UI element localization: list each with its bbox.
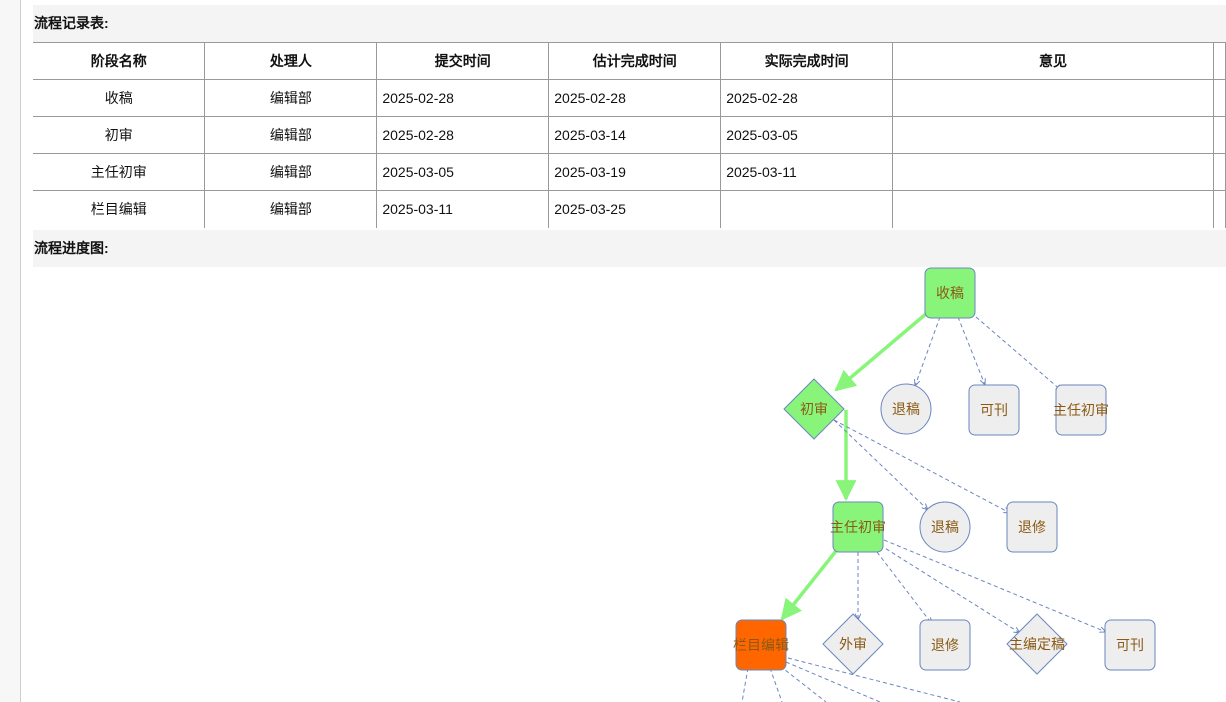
flow-edge-done — [834, 311, 929, 392]
cell-estimated-time: 2025-03-25 — [548, 190, 722, 228]
flow-edge-option — [787, 657, 961, 702]
flow-node-n11[interactable]: 退修 — [919, 619, 971, 671]
cell-stage: 主任初审 — [33, 153, 206, 191]
cell-extra — [1213, 116, 1226, 154]
cell-actual-time: 2025-03-11 — [720, 153, 894, 191]
cell-actual-time — [720, 190, 894, 228]
flow-node-n3[interactable]: 退稿 — [880, 383, 932, 435]
flow-node-n8[interactable]: 退修 — [1006, 501, 1058, 553]
flow-node-shape — [919, 501, 971, 553]
flow-node-shape — [783, 378, 845, 440]
flow-node-label: 初审 — [800, 401, 828, 417]
flow-node-n1[interactable]: 收稿 — [924, 267, 976, 319]
flow-node-shape — [1104, 619, 1156, 671]
cell-stage: 栏目编辑 — [33, 190, 206, 228]
flow-node-label: 主任初审 — [830, 519, 886, 535]
flow-node-label: 退稿 — [931, 519, 959, 535]
flow-node-shape — [919, 619, 971, 671]
table-row: 收稿 编辑部 2025-02-28 2025-02-28 2025-02-28 — [33, 79, 1226, 117]
cell-actual-time: 2025-02-28 — [720, 79, 894, 117]
flow-node-n5[interactable]: 主任初审 — [1053, 384, 1109, 436]
flow-node-label: 退稿 — [892, 401, 920, 417]
flow-edge-option — [915, 316, 941, 386]
cell-handler: 编辑部 — [204, 79, 378, 117]
flow-edge-option — [779, 665, 827, 702]
column-header-opinion: 意见 — [892, 42, 1214, 80]
flow-node-n2[interactable]: 初审 — [783, 378, 845, 440]
records-table: 阶段名称 处理人 提交时间 估计完成时间 实际完成时间 意见 收稿 编辑部 20… — [33, 42, 1226, 228]
flow-edge-option — [957, 316, 985, 385]
flow-node-n4[interactable]: 可刊 — [968, 384, 1020, 436]
flow-node-label: 主任初审 — [1053, 402, 1109, 418]
table-row: 初审 编辑部 2025-02-28 2025-03-14 2025-03-05 — [33, 116, 1226, 154]
flow-node-shape — [832, 501, 884, 553]
flow-node-label: 退修 — [931, 637, 959, 653]
flow-node-shape — [822, 613, 884, 675]
cell-opinion — [892, 153, 1214, 191]
cell-extra — [1213, 79, 1226, 117]
column-header-extra — [1213, 42, 1226, 80]
cell-stage: 初审 — [33, 116, 206, 154]
cell-actual-time: 2025-03-05 — [720, 116, 894, 154]
flow-edge-option — [975, 316, 1062, 391]
flow-edge-option — [876, 551, 932, 624]
flow-node-shape — [1006, 501, 1058, 553]
flow-node-n12[interactable]: 主编定稿 — [1006, 613, 1068, 675]
flow-node-label: 栏目编辑 — [733, 637, 789, 653]
cell-stage: 收稿 — [33, 79, 206, 117]
flow-node-label: 收稿 — [936, 285, 964, 301]
flow-node-shape — [924, 267, 976, 319]
flow-edge-option — [741, 667, 749, 702]
cell-estimated-time: 2025-03-19 — [548, 153, 722, 191]
table-row: 栏目编辑 编辑部 2025-03-11 2025-03-25 — [33, 190, 1226, 228]
flow-edge-option — [833, 419, 1010, 513]
flow-node-shape — [1055, 384, 1107, 436]
flow-node-n10[interactable]: 外审 — [822, 613, 884, 675]
table-header-row: 阶段名称 处理人 提交时间 估计完成时间 实际完成时间 意见 — [33, 42, 1226, 80]
column-header-stage: 阶段名称 — [33, 42, 206, 80]
cell-handler: 编辑部 — [204, 153, 378, 191]
flow-edge-option — [785, 661, 881, 702]
cell-estimated-time: 2025-03-14 — [548, 116, 722, 154]
flow-edge-done — [780, 549, 838, 621]
column-header-submit-time: 提交时间 — [376, 42, 550, 80]
left-panel-edge — [0, 0, 21, 702]
flow-node-label: 退修 — [1018, 519, 1046, 535]
flow-edge-option — [769, 667, 783, 702]
cell-submit-time: 2025-02-28 — [376, 79, 550, 117]
column-header-estimated-time: 估计完成时间 — [548, 42, 722, 80]
cell-submit-time: 2025-03-05 — [376, 153, 550, 191]
cell-extra — [1213, 153, 1226, 191]
cell-opinion — [892, 116, 1214, 154]
flow-node-shape — [735, 619, 787, 671]
cell-opinion — [892, 190, 1214, 228]
cell-estimated-time: 2025-02-28 — [548, 79, 722, 117]
flow-node-label: 外审 — [839, 636, 867, 652]
flow-edge-option — [883, 539, 1106, 632]
flow-node-label: 可刊 — [980, 402, 1008, 418]
flow-edge-option — [833, 419, 928, 510]
chart-section-title: 流程进度图: — [33, 230, 1226, 267]
flow-node-shape — [968, 384, 1020, 436]
cell-submit-time: 2025-02-28 — [376, 116, 550, 154]
flow-node-shape — [880, 383, 932, 435]
flow-node-label: 可刊 — [1116, 637, 1144, 653]
flow-node-label: 主编定稿 — [1009, 636, 1065, 652]
column-header-handler: 处理人 — [204, 42, 378, 80]
cell-submit-time: 2025-03-11 — [376, 190, 550, 228]
column-header-actual-time: 实际完成时间 — [720, 42, 894, 80]
records-section-title: 流程记录表: — [33, 5, 1226, 43]
cell-handler: 编辑部 — [204, 116, 378, 154]
table-row: 主任初审 编辑部 2025-03-05 2025-03-19 2025-03-1… — [33, 153, 1226, 191]
flow-node-n6[interactable]: 主任初审 — [830, 501, 886, 553]
cell-opinion — [892, 79, 1214, 117]
flow-node-n9[interactable]: 栏目编辑 — [733, 619, 789, 671]
cell-handler: 编辑部 — [204, 190, 378, 228]
cell-extra — [1213, 190, 1226, 228]
flow-node-shape — [1006, 613, 1068, 675]
flow-node-n7[interactable]: 退稿 — [919, 501, 971, 553]
flow-node-n13[interactable]: 可刊 — [1104, 619, 1156, 671]
